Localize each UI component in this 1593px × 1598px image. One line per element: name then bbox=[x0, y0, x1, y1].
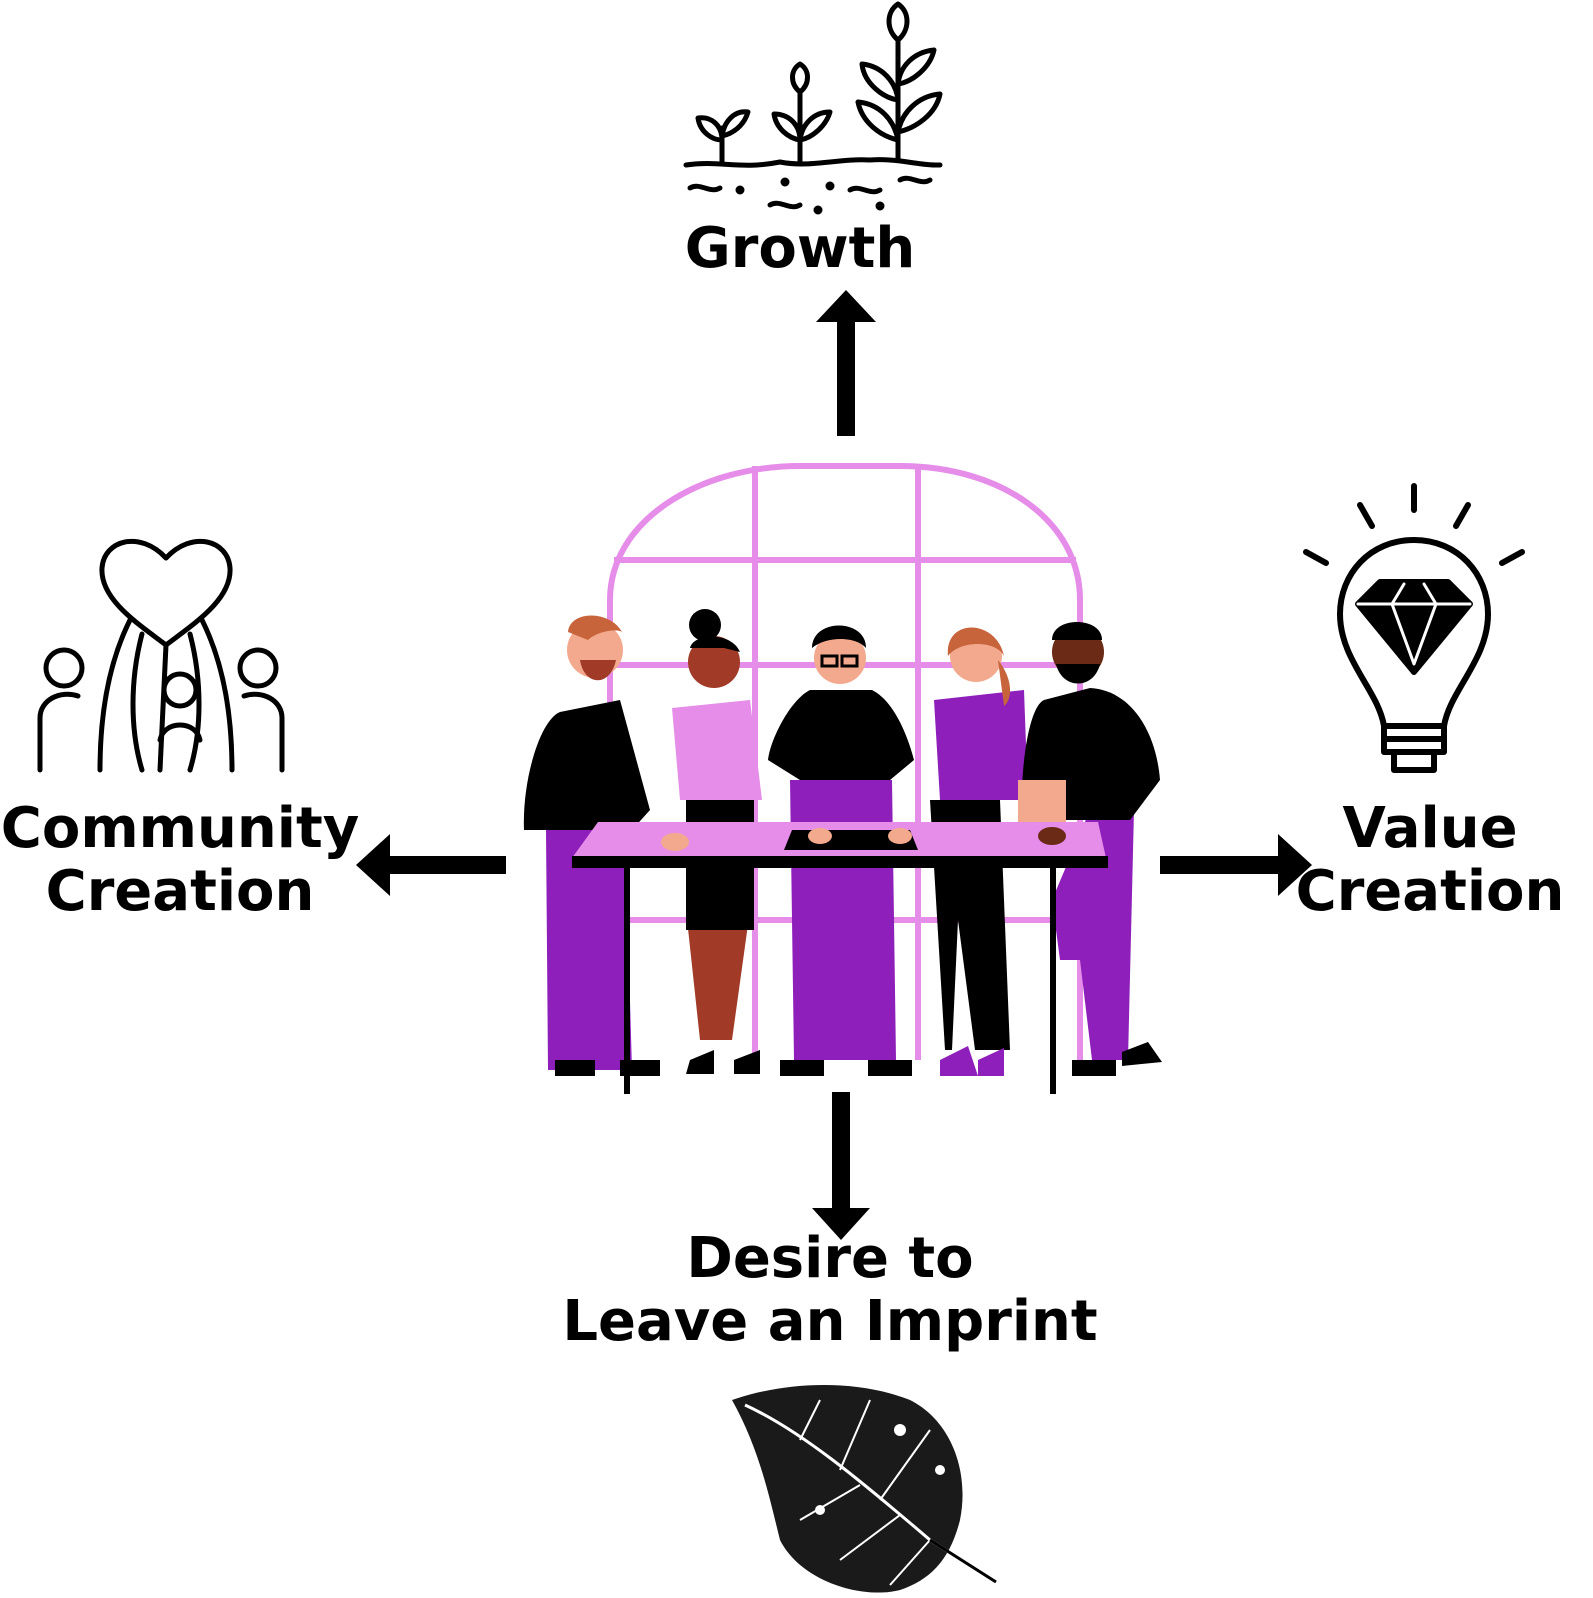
sprouting-plants-icon bbox=[683, 1, 943, 215]
arrow-left bbox=[356, 834, 506, 896]
node-label-value-creation: Value Creation bbox=[1280, 796, 1580, 924]
arrow-right bbox=[1160, 834, 1312, 896]
node-label-desire-to-leave-imprint: Desire to Leave an Imprint bbox=[560, 1226, 1100, 1354]
arrow-up bbox=[816, 290, 876, 436]
imprint-label-line-2: Leave an Imprint bbox=[562, 1288, 1098, 1354]
node-label-community-creation: Community Creation bbox=[0, 796, 360, 924]
community-label-line-1: Community bbox=[0, 796, 360, 861]
leaf-imprint-icon bbox=[732, 1385, 997, 1593]
node-label-growth: Growth bbox=[650, 216, 950, 281]
community-heart-icon bbox=[37, 538, 285, 773]
arrow-down bbox=[812, 1092, 870, 1240]
value-label-line-2: Creation bbox=[1295, 858, 1565, 924]
imprint-label-line-1: Desire to bbox=[686, 1226, 974, 1291]
value-label-line-1: Value bbox=[1342, 796, 1518, 861]
growth-label-line: Growth bbox=[684, 216, 916, 281]
community-label-line-2: Creation bbox=[45, 858, 315, 924]
lightbulb-diamond-icon bbox=[1303, 483, 1525, 773]
team-meeting-illustration bbox=[523, 463, 1162, 1094]
